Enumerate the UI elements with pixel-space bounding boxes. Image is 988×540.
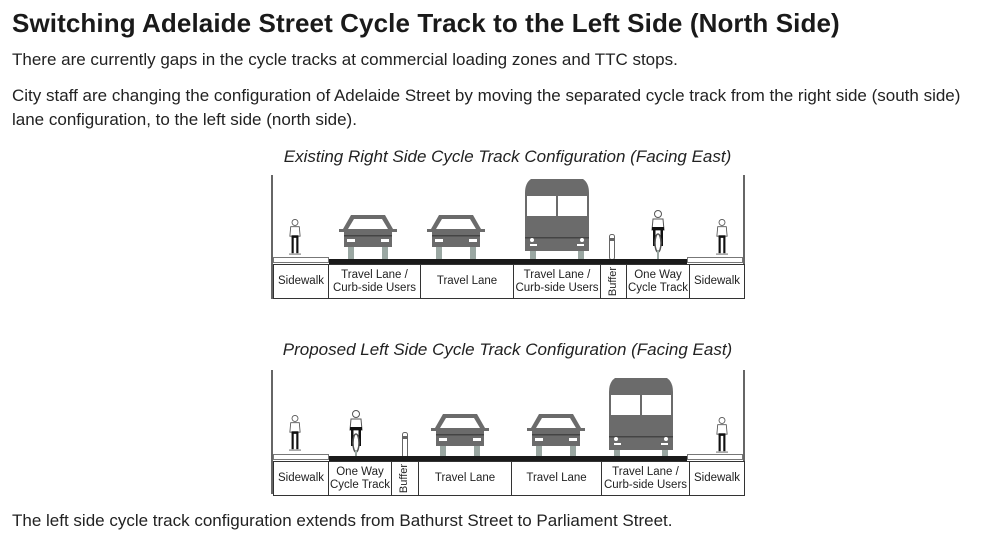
curb-left xyxy=(273,257,329,263)
lane-label: Travel Lane / Curb-side Users xyxy=(328,264,421,299)
pedestrian-icon xyxy=(716,415,728,455)
car-icon xyxy=(425,213,487,259)
pedestrian-icon xyxy=(289,217,301,257)
proposed-caption: Proposed Left Side Cycle Track Configura… xyxy=(282,340,733,359)
road-surface xyxy=(329,456,687,461)
bus-icon xyxy=(609,378,673,458)
lane-label: Buffer xyxy=(600,264,627,299)
lane-label: Travel Lane xyxy=(418,461,512,496)
pedestrian-icon xyxy=(716,217,728,257)
existing-cross-section-diagram: Sidewalk Travel Lane / Curb-side Users T… xyxy=(271,175,745,299)
curb-left xyxy=(273,454,329,460)
cyclist-icon xyxy=(349,410,363,460)
page-title: Switching Adelaide Street Cycle Track to… xyxy=(12,8,840,38)
lane-label: Sidewalk xyxy=(689,264,745,299)
intro-paragraph: There are currently gaps in the cycle tr… xyxy=(12,50,678,69)
car-icon xyxy=(337,213,399,259)
proposed-cross-section-diagram: Sidewalk One Way Cycle Track Buffer Trav… xyxy=(271,370,745,496)
lane-label: Travel Lane xyxy=(511,461,602,496)
car-icon xyxy=(429,412,491,458)
road-surface xyxy=(329,259,687,264)
lane-label: Buffer xyxy=(391,461,419,496)
pedestrian-icon xyxy=(289,413,301,453)
curb-right xyxy=(687,454,743,460)
lane-label: Travel Lane xyxy=(420,264,514,299)
existing-caption: Existing Right Side Cycle Track Configur… xyxy=(283,147,732,166)
curb-right xyxy=(687,257,743,263)
car-icon xyxy=(525,412,587,458)
lane-label: Sidewalk xyxy=(273,461,329,496)
footer-paragraph: The left side cycle track configuration … xyxy=(12,511,673,530)
lane-label: Travel Lane / Curb-side Users xyxy=(513,264,601,299)
lane-label: Sidewalk xyxy=(273,264,329,299)
lane-label: Sidewalk xyxy=(689,461,745,496)
lane-label: One Way Cycle Track xyxy=(328,461,392,496)
cyclist-icon xyxy=(651,210,665,260)
bollard-icon xyxy=(609,234,615,260)
lane-label: Travel Lane / Curb-side Users xyxy=(601,461,690,496)
bollard-icon xyxy=(402,432,408,458)
body-paragraph: City staff are changing the configuratio… xyxy=(12,86,961,129)
bus-icon xyxy=(525,179,589,259)
lane-label: One Way Cycle Track xyxy=(626,264,690,299)
